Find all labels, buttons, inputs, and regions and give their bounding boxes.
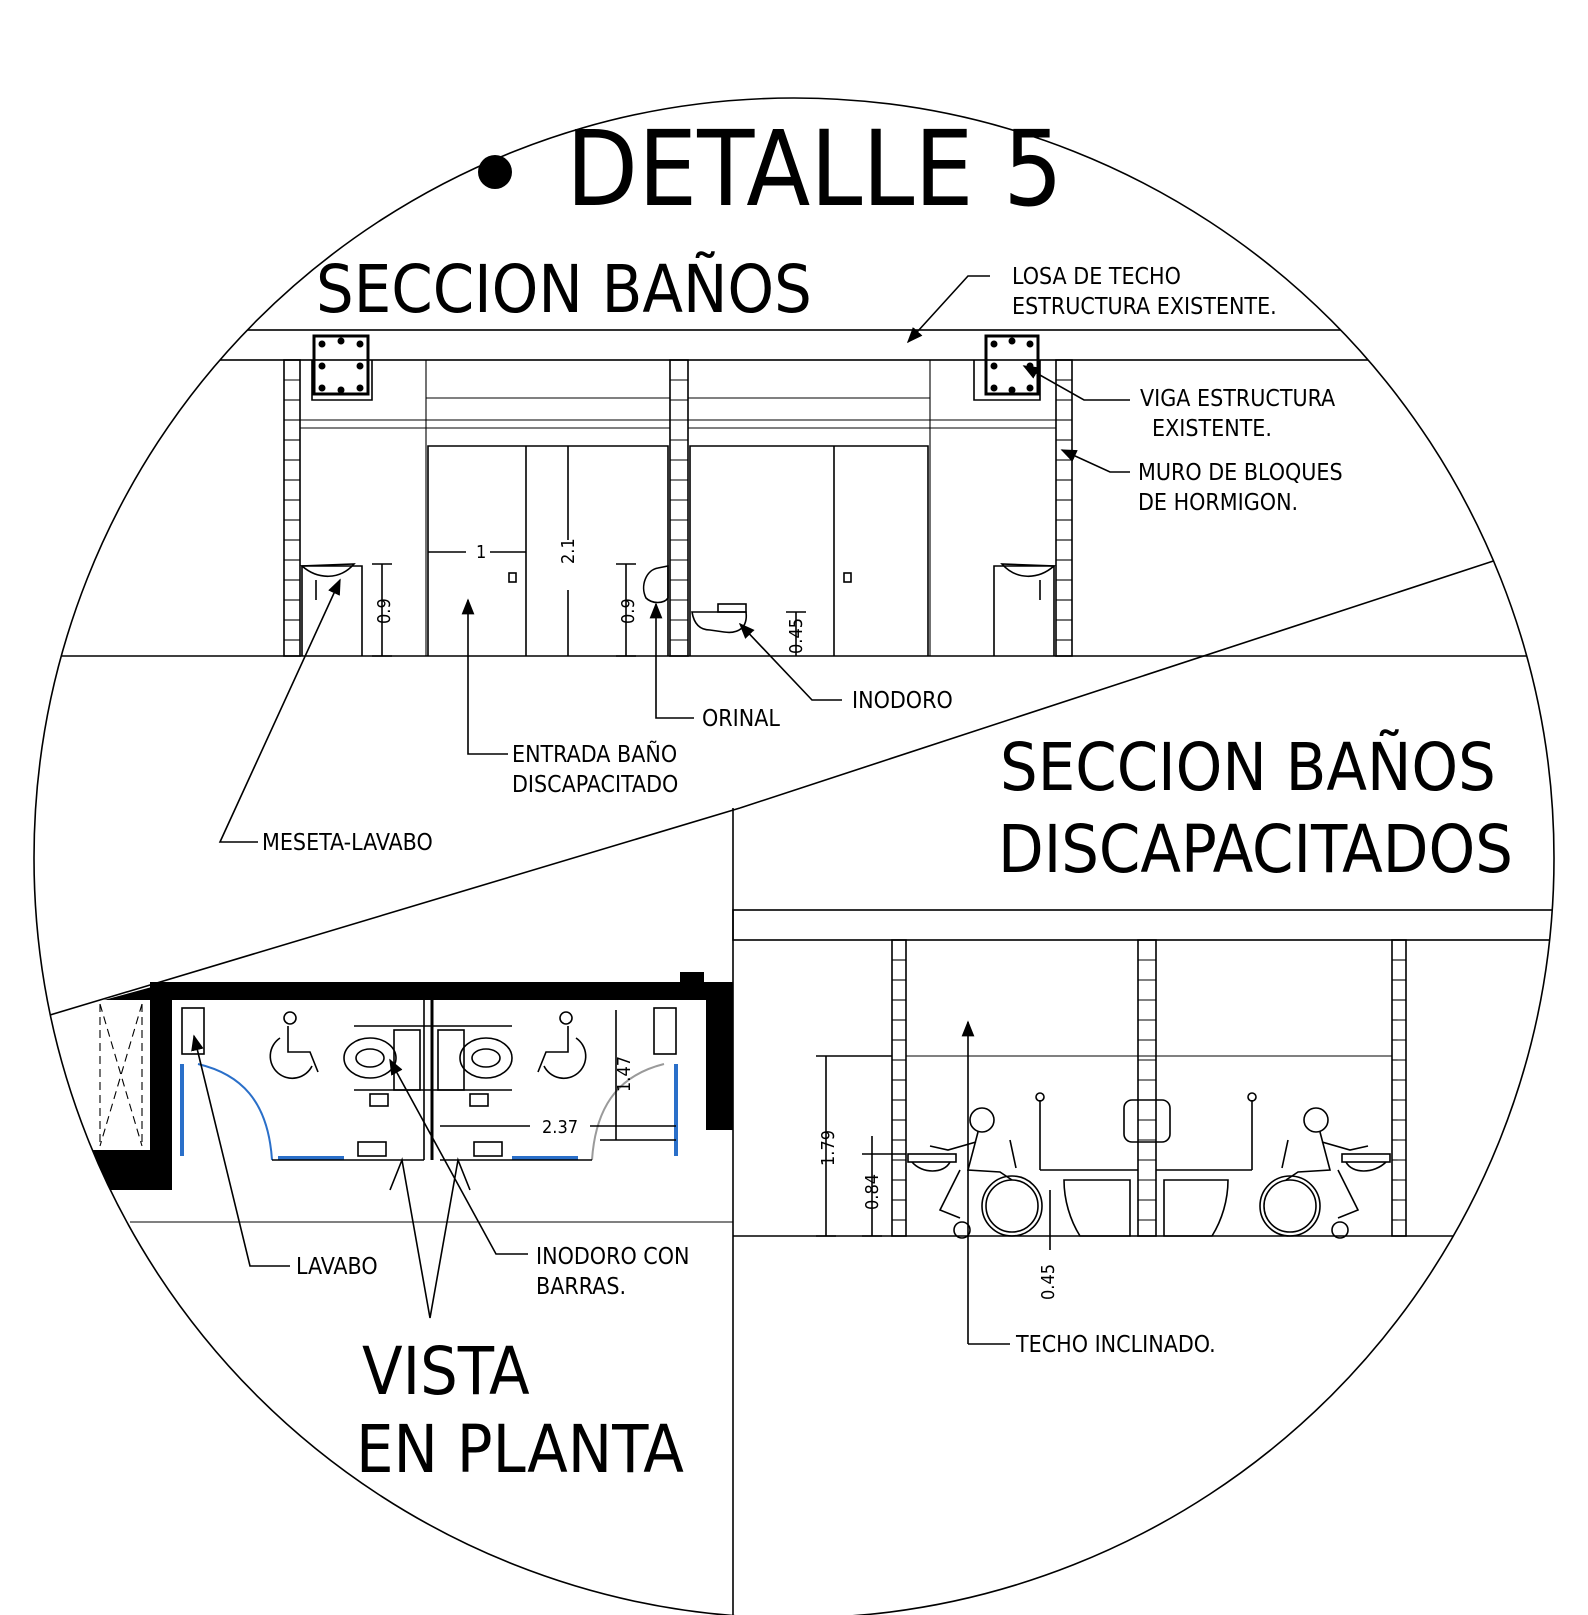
plan-box-right [473, 1141, 503, 1157]
ceiling-lines [300, 360, 1056, 656]
accessible-counters [907, 1153, 1391, 1172]
wheelchair-user-left-icon [929, 1107, 1043, 1239]
divider-diagonal-upper [739, 529, 1554, 809]
top-section-title: SECCION BAÑOS [316, 251, 812, 328]
leaders [191, 275, 1130, 1267]
plan-wheelchair-left-icon [269, 1011, 319, 1080]
dim-orinal-height: 0.9 [618, 598, 639, 624]
plan-door-swing-right [591, 1063, 665, 1161]
leader-entrada [461, 598, 508, 755]
leader-losa [906, 275, 990, 344]
roof-slab-right [732, 909, 1554, 941]
dim-meseta-height: 0.9 [374, 598, 395, 624]
plan-dimension-lines [440, 1010, 676, 1141]
dim-door-width: 1 [476, 542, 486, 563]
accessible-dimension-lines [816, 1055, 1051, 1250]
inodoro-icon [691, 611, 748, 634]
accessible-section-drawing: 1.79 0.84 0.45 [732, 909, 1554, 1345]
meseta-lavabo-counters [299, 563, 1057, 656]
plan-wall-top [104, 982, 733, 1000]
right-section-title-line2: DISCAPACITADOS [998, 811, 1513, 888]
accessible-toilets [1063, 1099, 1229, 1237]
plan-wall-left [150, 982, 172, 1190]
dim-plan-width: 2.37 [542, 1117, 578, 1138]
leader-meseta [218, 578, 341, 843]
leader-inodoro-barras [389, 1058, 528, 1255]
divider-diagonal-lower [34, 807, 741, 1031]
leader-viga [1022, 365, 1130, 401]
dim-rs-height-1: 1.79 [818, 1130, 839, 1166]
roof-slab [34, 329, 1554, 361]
top-dimension-lines [372, 446, 806, 657]
leader-orinal [649, 602, 694, 719]
plan-lavabo-left-icon [181, 1007, 205, 1055]
note-inodoro: INODORO [852, 688, 953, 714]
beam-left [312, 334, 370, 396]
note-losa-line2: ESTRUCTURA EXISTENTE. [1012, 294, 1277, 320]
beam-drop-right [973, 360, 1041, 401]
title-bullet-icon [478, 155, 512, 189]
plan-wall-right [706, 1000, 733, 1130]
note-inodoro-barras-line1: INODORO CON [536, 1244, 690, 1270]
note-losa-line1: LOSA DE TECHO [1012, 264, 1181, 290]
note-viga-line1: VIGA ESTRUCTURA [1140, 386, 1335, 412]
beam-right [984, 334, 1040, 396]
grab-bars-right [1035, 1092, 1257, 1171]
leader-inodoro [738, 622, 842, 701]
plan-break-line [389, 1157, 471, 1319]
note-muro-line2: DE HORMIGON. [1138, 490, 1298, 516]
plan-title-line2: EN PLANTA [356, 1411, 684, 1488]
plan-lavabo-right-icon [653, 1007, 677, 1055]
note-viga-line2: EXISTENTE. [1152, 416, 1272, 442]
plan-column [680, 972, 704, 1000]
note-entrada-line2: DISCAPACITADO [512, 772, 678, 798]
plan-wheelchair-right-icon [537, 1011, 587, 1080]
plan-wall-left-base [34, 1150, 172, 1190]
leader-lavabo [191, 1034, 290, 1267]
block-walls-top [283, 359, 1073, 657]
leader-muro [1060, 449, 1130, 473]
detail-title: DETALLE 5 [566, 108, 1063, 230]
top-section-drawing: 1 2.1 0.9 0.9 0.45 [34, 329, 1554, 657]
note-entrada-line1: ENTRADA BAÑO [512, 740, 677, 768]
dim-inodoro-height: 0.45 [786, 618, 807, 654]
plan-box-left [357, 1141, 387, 1157]
right-section-title-line1: SECCION BAÑOS [1000, 729, 1496, 806]
wheelchair-user-right-icon [1259, 1107, 1369, 1239]
note-techo-inclinado: TECHO INCLINADO. [1015, 1332, 1216, 1358]
note-muro-line1: MURO DE BLOQUES [1138, 460, 1343, 486]
block-walls-right [891, 939, 1407, 1237]
plan-door-swing-left [197, 1063, 273, 1161]
dim-plan-depth: 1.47 [614, 1056, 635, 1092]
note-meseta: MESETA-LAVABO [262, 830, 433, 856]
beam-drop-left [311, 360, 373, 401]
plan-toilets-icon [343, 1025, 513, 1107]
note-orinal: ORINAL [702, 706, 780, 732]
beam-rebars [318, 337, 1034, 394]
note-inodoro-barras-line2: BARRAS. [536, 1274, 626, 1300]
orinal-icon [642, 565, 669, 604]
doors-top [427, 445, 929, 656]
dim-door-height: 2.1 [558, 538, 579, 564]
detail-circle [33, 97, 1555, 1615]
plan-title-line1: VISTA [362, 1333, 530, 1410]
dim-rs-height-2: 0.84 [862, 1174, 883, 1210]
inodoro-tank [717, 603, 747, 613]
plan-hidden-lines [99, 1003, 733, 1147]
note-lavabo: LAVABO [296, 1254, 378, 1280]
dim-rs-height-3: 0.45 [1038, 1264, 1059, 1300]
